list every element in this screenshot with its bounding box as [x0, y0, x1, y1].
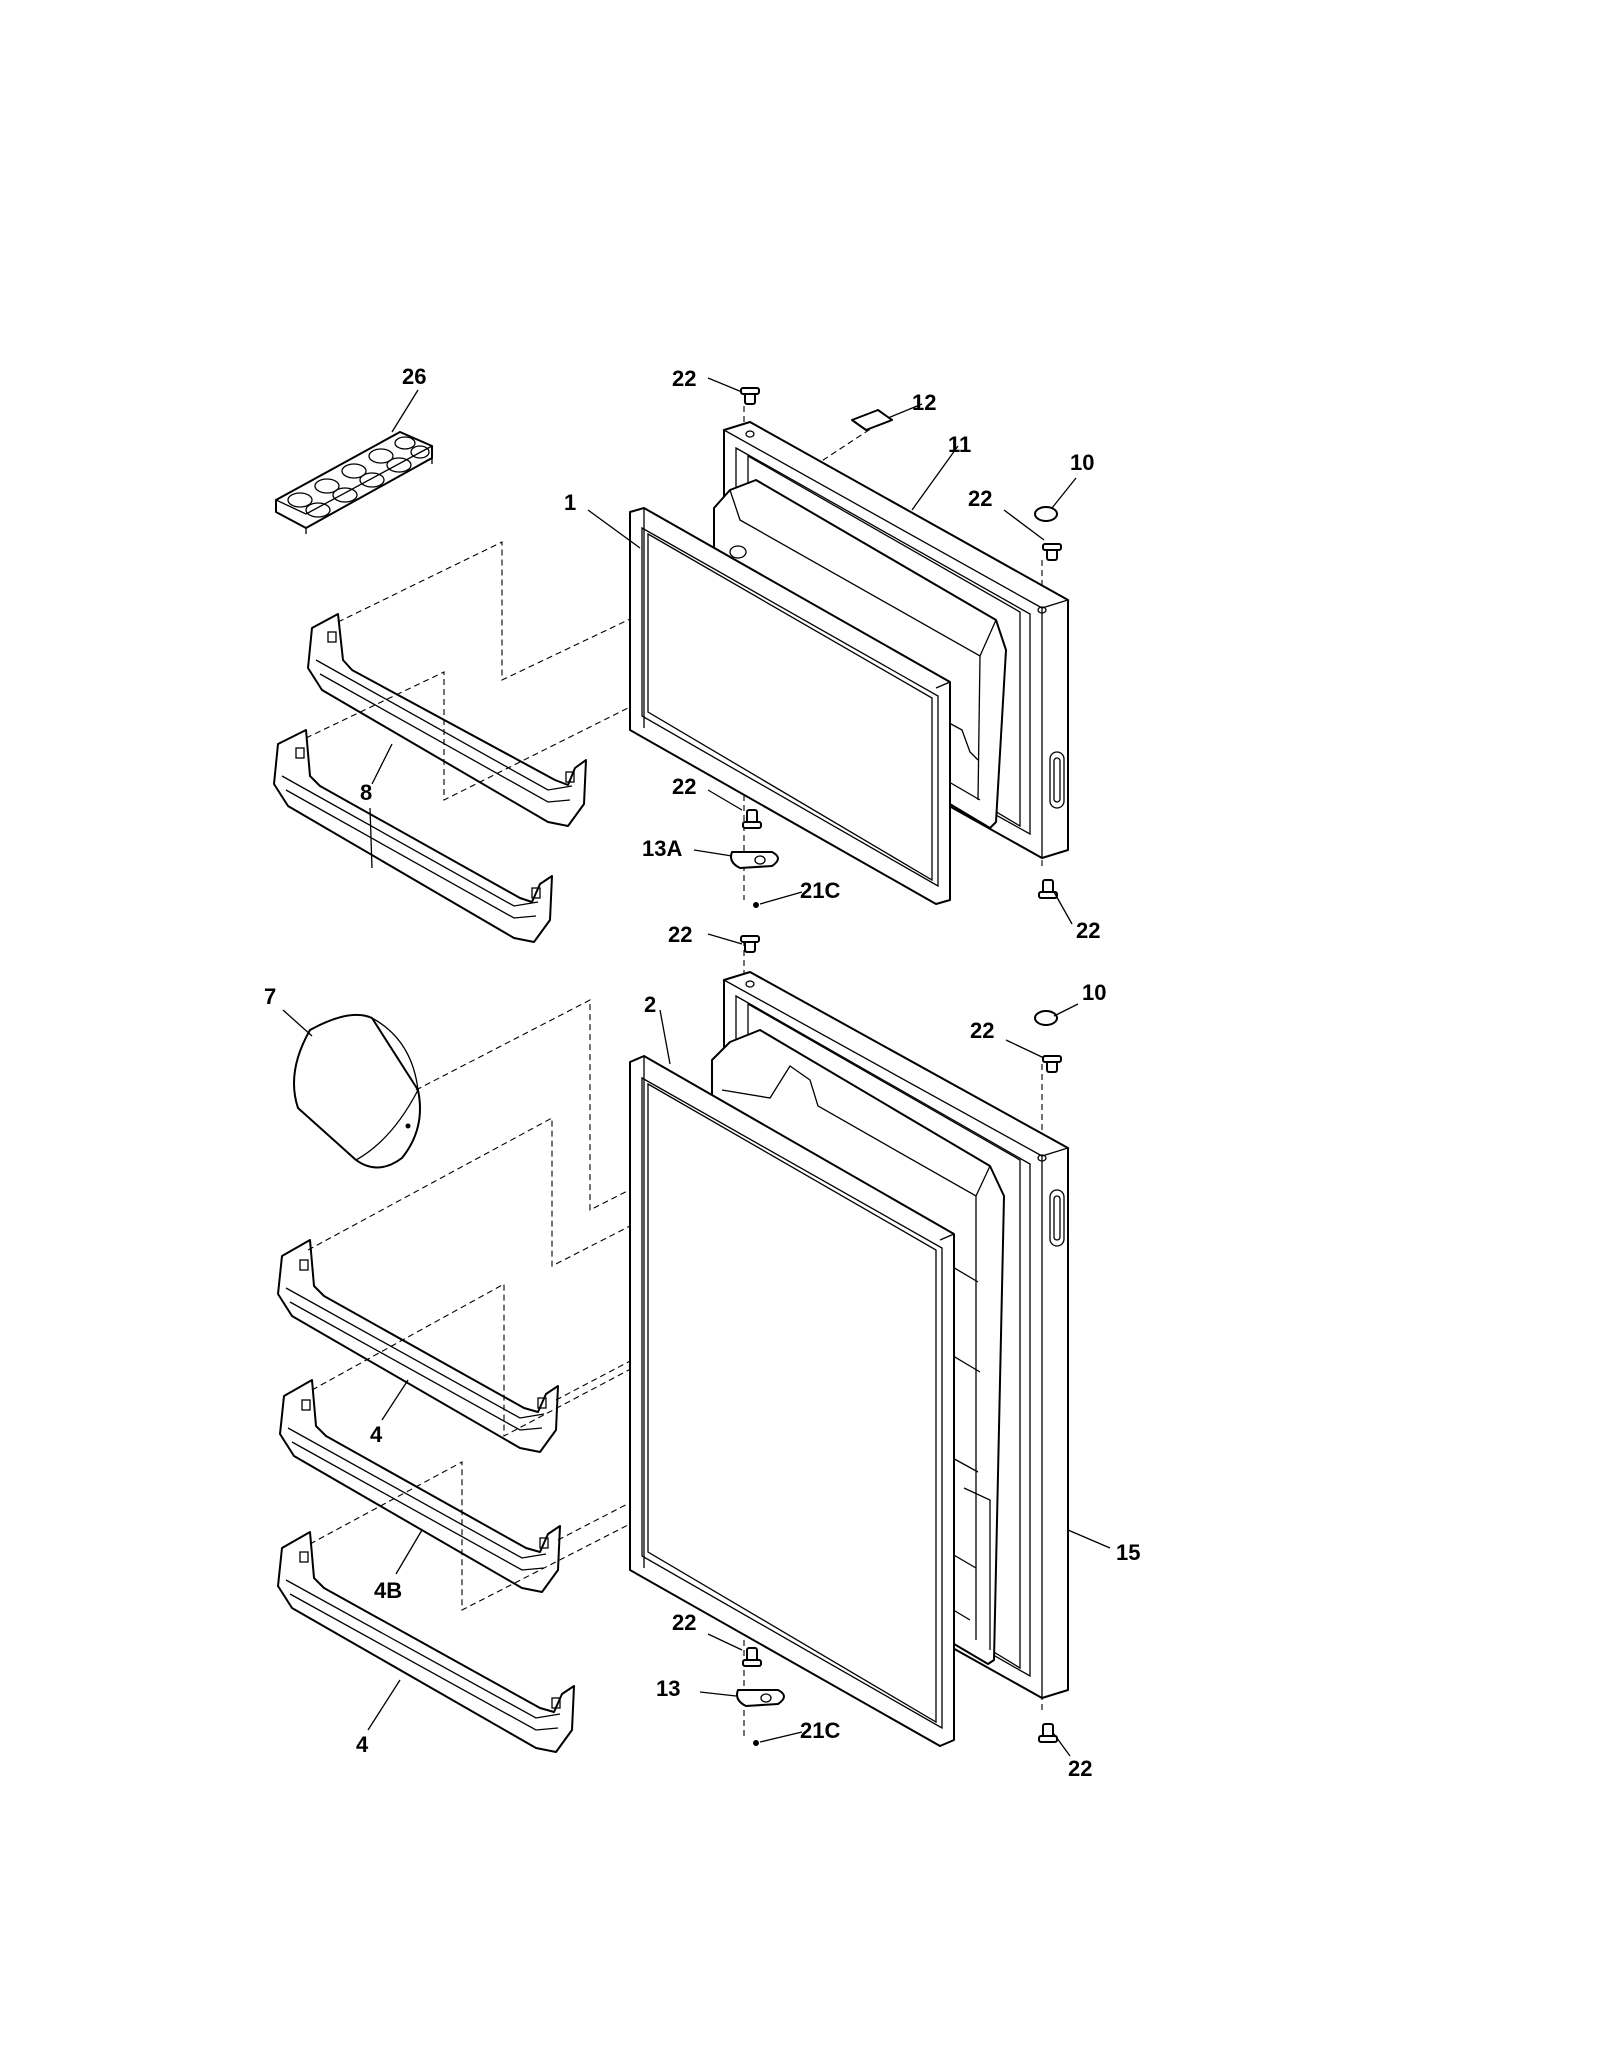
hinge-icon [736, 1689, 785, 1707]
egg-tray [274, 431, 434, 534]
leader-lines [282, 377, 1111, 1757]
screw-icon [740, 387, 760, 405]
screw-icon [1038, 879, 1058, 899]
screw-icon [1042, 1055, 1062, 1073]
door-shelf-rail-upper [277, 1239, 559, 1453]
callout-26: 26 [402, 364, 426, 389]
callout-22: 22 [970, 1018, 994, 1043]
callout-4: 4 [356, 1732, 369, 1757]
callout-15: 15 [1116, 1540, 1140, 1565]
callout-1: 1 [564, 490, 576, 515]
door-shelf-rail-middle [279, 1379, 561, 1593]
pin-icon [753, 902, 759, 908]
callout-22: 22 [668, 922, 692, 947]
callouts: 26 22 12 11 10 22 1 8 22 13A 21C 22 22 1… [264, 364, 1140, 1781]
door-shelf-rail-lower [277, 1531, 575, 1753]
callout-22: 22 [672, 1610, 696, 1635]
screw-icon [1038, 1723, 1058, 1743]
callout-4b: 4B [374, 1578, 402, 1603]
fresh-food-door-gasket [629, 1055, 955, 1747]
screw-icon [742, 809, 762, 829]
freezer-trim-strip [851, 409, 893, 431]
hole-plug-icon [1034, 506, 1058, 522]
hinge-icon [730, 851, 779, 869]
callout-8: 8 [360, 780, 372, 805]
callout-21c: 21C [800, 878, 840, 903]
callout-21c: 21C [800, 1718, 840, 1743]
screw-icon [1042, 543, 1062, 561]
callout-7: 7 [264, 984, 276, 1009]
freezer-shelf-rail-bottom [273, 729, 553, 943]
screw-icon [742, 1647, 762, 1667]
dairy-compartment [293, 1013, 421, 1169]
pin-icon [753, 1740, 759, 1746]
callout-11: 11 [948, 432, 971, 457]
callout-22: 22 [1076, 918, 1100, 943]
callout-12: 12 [912, 390, 936, 415]
freezer-door-gasket [629, 507, 951, 905]
callout-2: 2 [644, 992, 656, 1017]
hole-plug-icon [1034, 1010, 1058, 1026]
callout-10: 10 [1070, 450, 1094, 475]
callout-13: 13 [656, 1676, 680, 1701]
callout-10: 10 [1082, 980, 1106, 1005]
callout-13a: 13A [642, 836, 682, 861]
callout-22: 22 [672, 774, 696, 799]
callout-4: 4 [370, 1422, 383, 1447]
callout-22: 22 [672, 366, 696, 391]
callout-22: 22 [968, 486, 992, 511]
screw-icon [740, 935, 760, 953]
callout-22: 22 [1068, 1756, 1092, 1781]
freezer-shelf-rail-top [307, 613, 587, 827]
